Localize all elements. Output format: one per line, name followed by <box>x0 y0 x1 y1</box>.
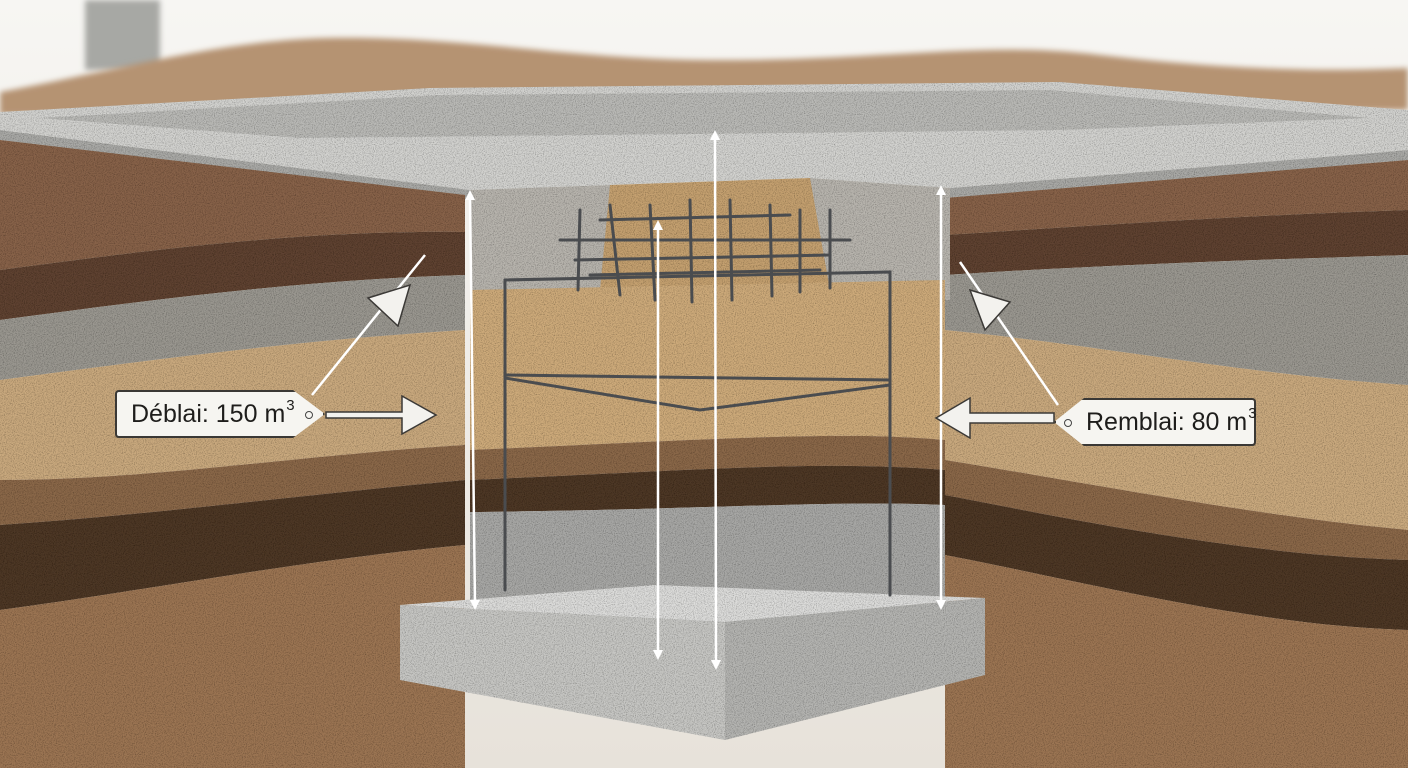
gravel-layer <box>0 480 465 610</box>
tag-hole-icon <box>305 411 313 419</box>
fill-unit: m <box>1226 407 1248 436</box>
tag-hole-icon <box>1064 419 1072 427</box>
fill-colon: : <box>1177 407 1192 436</box>
right-soil-block <box>945 160 1408 768</box>
concrete-footing <box>400 585 985 740</box>
pointer-arrow-icon <box>311 254 1060 440</box>
rebar-cage-icon <box>503 198 892 597</box>
gravel-layer <box>945 495 1408 630</box>
topsoil-surface <box>945 160 1408 235</box>
cut-exponent: 3 <box>286 396 295 414</box>
cut-value: 150 <box>215 399 258 428</box>
soil-column-gravel <box>470 465 945 512</box>
topsoil-layer <box>0 231 465 320</box>
deep-soil-layer <box>0 545 465 768</box>
loam-layer <box>0 445 465 525</box>
loam-layer <box>945 460 1408 560</box>
fill-value: 80 <box>1191 407 1220 436</box>
soil-column-loam <box>470 435 945 480</box>
clay-layer <box>0 275 465 380</box>
cut-name: Déblai <box>131 399 202 428</box>
soil-column-sand <box>470 280 945 450</box>
clay-layer <box>945 255 1408 385</box>
fill-exponent: 3 <box>1248 404 1257 422</box>
trench-back-wall <box>810 178 950 300</box>
dimension-arrow-icon <box>465 130 946 670</box>
left-soil-block <box>0 140 465 768</box>
topsoil-layer <box>945 210 1408 275</box>
distant-post <box>85 0 160 70</box>
topsoil-surface <box>0 140 465 270</box>
cut-space <box>258 400 265 429</box>
fill-space <box>1219 408 1226 437</box>
fill-name: Remblai <box>1086 407 1178 436</box>
deep-soil-layer <box>945 555 1408 768</box>
cut-unit: m <box>264 399 286 428</box>
cut-colon: : <box>201 399 216 428</box>
